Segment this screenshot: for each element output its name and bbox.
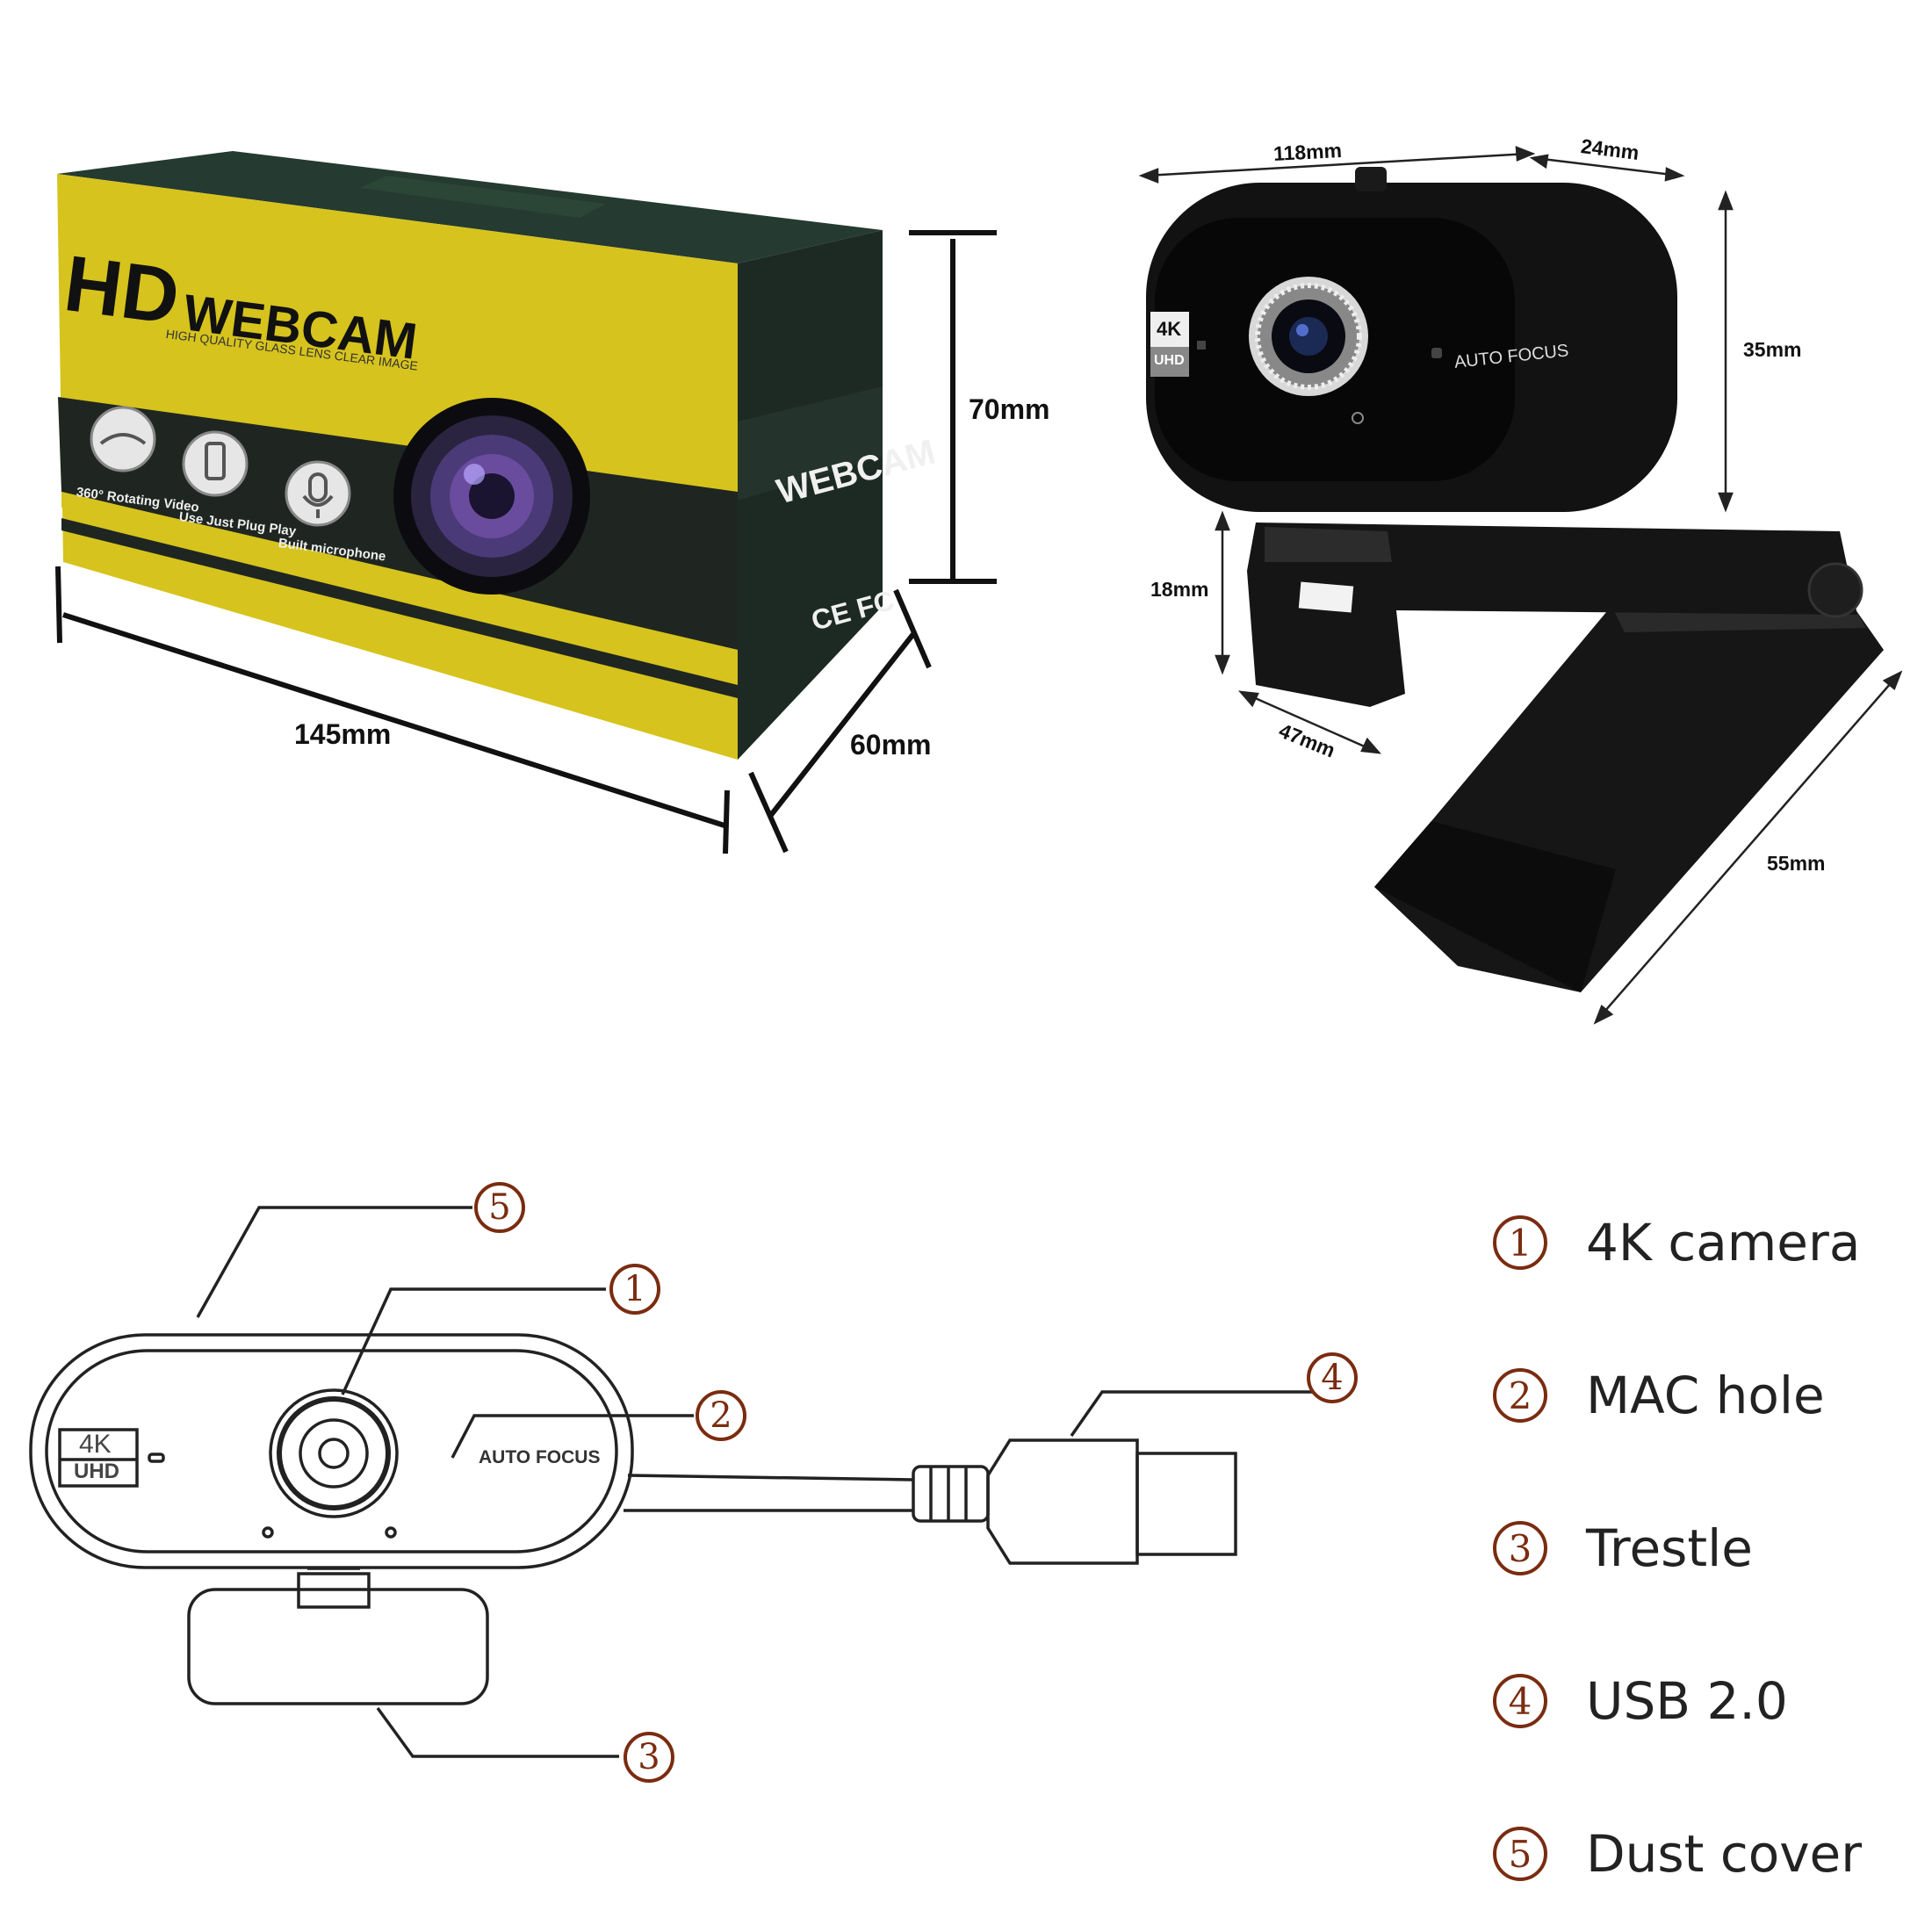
webcam-lens (1249, 277, 1368, 396)
drawing-cable (627, 1474, 914, 1481)
legend-num: 3 (1493, 1521, 1547, 1575)
webcam-badge-4k: 4K (1157, 318, 1182, 340)
power-icon (1352, 412, 1364, 424)
legend-item-camera: 1 4K camera (1493, 1203, 1860, 1282)
leader-trestle (376, 1706, 619, 1758)
legend-item-trestle: 3 Trestle (1493, 1509, 1753, 1588)
legend-item-dust-cover: 5 Dust cover (1493, 1814, 1862, 1893)
drawing-trestle (187, 1588, 489, 1705)
callout-2: 2 (696, 1390, 746, 1441)
box-dim-length: 145mm (294, 718, 392, 750)
box-dimension-lines (55, 230, 997, 854)
drawing-autofocus-label: AUTO FOCUS (479, 1447, 601, 1467)
drawing-4k-badge (58, 1428, 139, 1488)
box-side-face (738, 230, 883, 760)
webcam-dim-height: 35mm (1743, 338, 1802, 361)
webcam-dim-clip-height: 18mm (1150, 578, 1209, 601)
legend-label: 4K camera (1586, 1213, 1861, 1272)
callout-5: 5 (474, 1182, 525, 1233)
microphone-icon (285, 460, 351, 527)
webcam-clip (1247, 523, 1857, 707)
legend-item-mac-hole: 2 MAC hole (1493, 1356, 1825, 1435)
webcam-badge-uhd: UHD (1154, 353, 1185, 368)
usb-plug-icon (182, 430, 249, 497)
leader-camera (341, 1287, 606, 1395)
rotation-icon (90, 406, 156, 472)
leader-dust-cover (196, 1206, 472, 1318)
box-top-face (57, 151, 883, 263)
webcam-dimension-lines (1138, 146, 1903, 1025)
webcam-dim-base-length: 55mm (1767, 852, 1826, 875)
legend-label: Dust cover (1586, 1824, 1863, 1884)
drawing-usb-plug (986, 1438, 1139, 1565)
callout-4: 4 (1307, 1352, 1358, 1403)
leader-mac-hole (451, 1414, 694, 1459)
drawing-badge-4k: 4K (79, 1430, 112, 1459)
legend-label: MAC hole (1586, 1366, 1825, 1425)
legend-label: Trestle (1586, 1518, 1753, 1578)
leader-usb (1070, 1390, 1320, 1438)
box-dim-height: 70mm (969, 393, 1050, 425)
drawing-lens (269, 1388, 399, 1518)
box-lens-image (393, 398, 590, 595)
legend-label: USB 2.0 (1586, 1671, 1788, 1731)
webcam-hinge (1807, 562, 1864, 618)
callout-1: 1 (609, 1264, 660, 1315)
callout-3: 3 (624, 1732, 674, 1783)
legend-num: 1 (1493, 1215, 1547, 1270)
drawing-badge-uhd: UHD (74, 1460, 119, 1483)
legend-num: 4 (1493, 1674, 1547, 1728)
box-dim-depth: 60mm (850, 729, 932, 761)
legend-num: 2 (1493, 1368, 1547, 1423)
legend-num: 5 (1493, 1827, 1547, 1881)
legend-item-usb: 4 USB 2.0 (1493, 1662, 1788, 1741)
